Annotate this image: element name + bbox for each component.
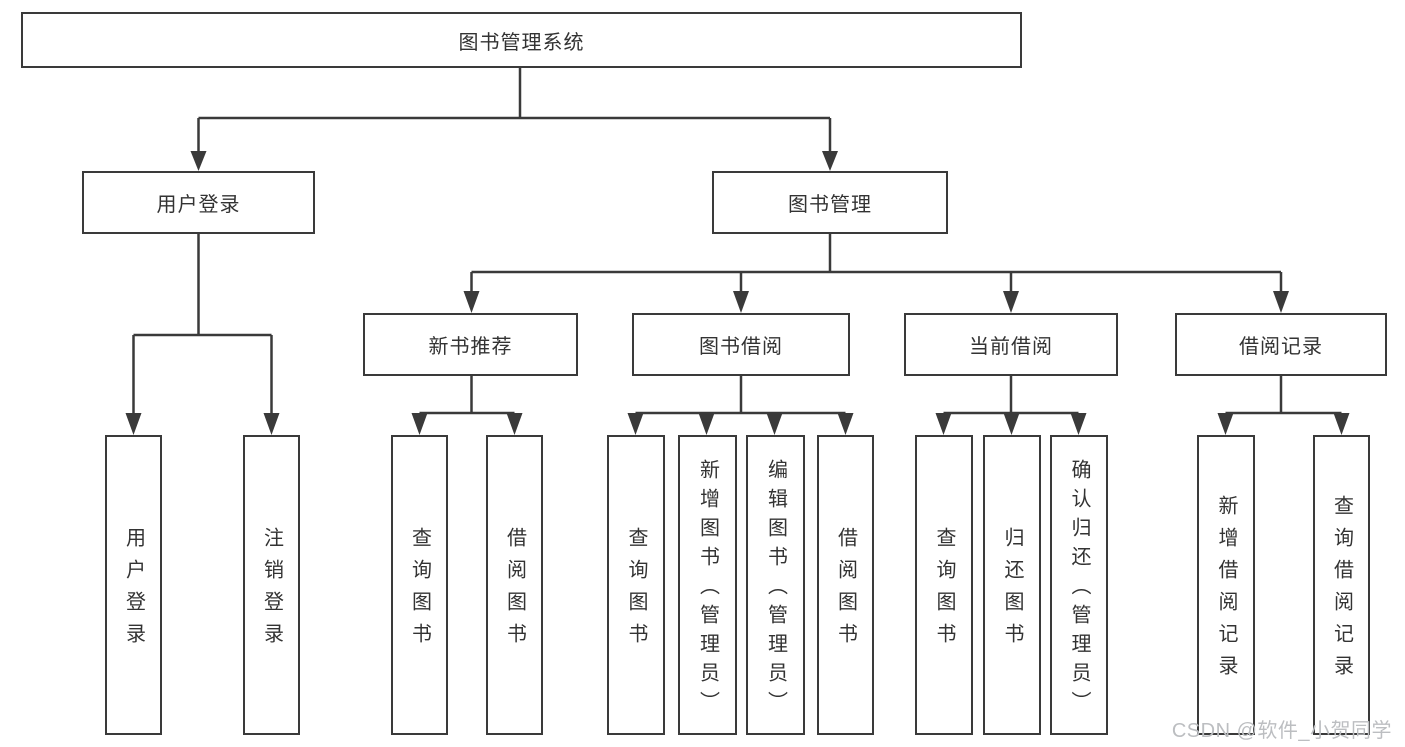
leaf-query-borrow-record: 查询借阅记录 [1313,435,1370,735]
leaf-edit-book-admin-label: 编辑图书（管理员） [764,459,787,720]
leaf-logout: 注销登录 [243,435,300,735]
leaf-query-books-recommend-label: 查询图书 [408,527,431,655]
node-user-login-group-label: 用户登录 [156,194,241,216]
leaf-borrow-books-recommend: 借阅图书 [486,435,543,735]
leaf-user-login-label: 用户登录 [122,527,145,655]
arrowheads [125,151,1350,435]
leaf-query-books-borrowing: 查询图书 [607,435,665,735]
node-book-borrowing: 图书借阅 [632,313,850,376]
leaf-return-books: 归还图书 [983,435,1041,735]
node-root-system-label: 图书管理系统 [458,31,585,54]
leaf-add-borrow-record: 新增借阅记录 [1197,435,1255,735]
leaf-add-book-admin: 新增图书（管理员） [678,435,737,735]
leaf-borrow-books-borrowing: 借阅图书 [817,435,874,735]
leaf-query-books-recommend: 查询图书 [391,435,448,735]
leaf-confirm-return-admin-label: 确认归还（管理员） [1068,459,1090,720]
node-book-management-label: 图书管理 [788,194,872,216]
leaf-return-books-label: 归还图书 [1001,527,1023,655]
leaf-borrow-books-recommend-label: 借阅图书 [503,527,526,655]
leaf-user-login: 用户登录 [105,435,162,735]
node-book-management: 图书管理 [712,171,948,234]
node-new-book-recommend-label: 新书推荐 [428,336,513,358]
leaf-add-borrow-record-label: 新增借阅记录 [1215,495,1237,687]
node-user-login-group: 用户登录 [82,171,315,234]
node-new-book-recommend: 新书推荐 [363,313,578,376]
leaf-logout-label: 注销登录 [260,527,283,655]
leaf-query-borrow-record-label: 查询借阅记录 [1330,495,1353,687]
node-current-borrowing: 当前借阅 [904,313,1118,376]
leaf-edit-book-admin: 编辑图书（管理员） [746,435,805,735]
node-borrowing-records: 借阅记录 [1175,313,1387,376]
node-current-borrowing-label: 当前借阅 [969,336,1053,358]
leaf-borrow-books-borrowing-label: 借阅图书 [834,527,857,655]
leaf-query-books-current-label: 查询图书 [933,527,955,655]
leaf-confirm-return-admin: 确认归还（管理员） [1050,435,1108,735]
node-borrowing-records-label: 借阅记录 [1239,336,1323,358]
watermark-text: CSDN @软件_小贺同学 [1171,720,1392,742]
node-root-system: 图书管理系统 [21,12,1022,68]
leaf-query-books-borrowing-label: 查询图书 [625,527,647,655]
leaf-query-books-current: 查询图书 [915,435,973,735]
node-book-borrowing-label: 图书借阅 [699,336,783,358]
leaf-add-book-admin-label: 新增图书（管理员） [696,459,719,720]
